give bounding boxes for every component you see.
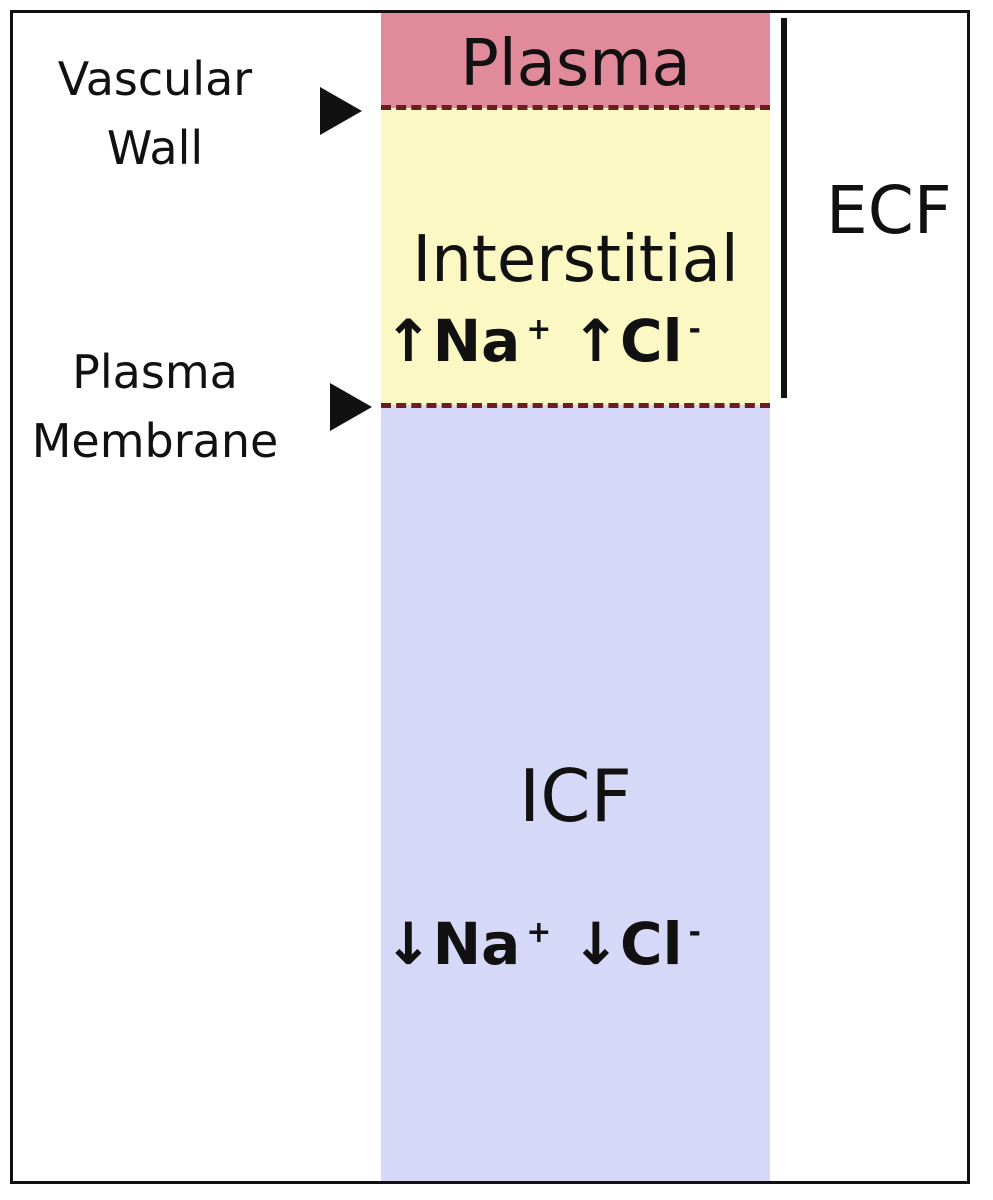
plasma-membrane-pointer-icon: [330, 383, 372, 431]
ecf-label: ECF: [826, 172, 952, 249]
diagram-frame: [10, 10, 970, 1184]
ion-charge: -: [688, 915, 701, 950]
up-arrow-icon: ↑: [384, 307, 433, 375]
ion-symbol: Na: [432, 910, 521, 978]
interstitial-compartment: [381, 108, 770, 405]
icf-ion-row: ↓Na+↓Cl-: [384, 915, 701, 973]
plasma-title: Plasma: [460, 27, 691, 101]
plasma-membrane-label-line1: Plasma: [72, 345, 238, 399]
plasma-membrane-label: Plasma Membrane: [10, 338, 300, 476]
interstitial-title: Interstitial: [412, 223, 739, 297]
down-arrow-icon: ↓: [384, 910, 433, 978]
vascular-wall-label-line1: Vascular: [57, 52, 253, 106]
down-arrow-icon: ↓: [571, 910, 621, 978]
up-arrow-icon: ↑: [571, 307, 621, 375]
interstitial-ion-row: ↑Na+↑Cl-: [384, 312, 701, 370]
icf-compartment: [381, 405, 770, 1181]
plasma-compartment: [381, 13, 770, 108]
ion-symbol: Cl: [620, 910, 683, 978]
plasma-membrane-label-line2: Membrane: [31, 414, 279, 468]
ion-charge: -: [688, 312, 701, 347]
vascular-wall-pointer-icon: [320, 87, 362, 135]
ion-charge: +: [526, 915, 552, 950]
ion-symbol: Na: [432, 307, 521, 375]
icf-title: ICF: [519, 754, 632, 838]
ecf-bracket: [781, 18, 787, 398]
ion-symbol: Cl: [620, 307, 683, 375]
plasma-membrane-boundary: [381, 403, 770, 408]
vascular-wall-label: Vascular Wall: [30, 45, 280, 183]
vascular-wall-label-line2: Wall: [106, 121, 204, 175]
vascular-wall-boundary: [381, 105, 770, 110]
ion-charge: +: [526, 312, 552, 347]
